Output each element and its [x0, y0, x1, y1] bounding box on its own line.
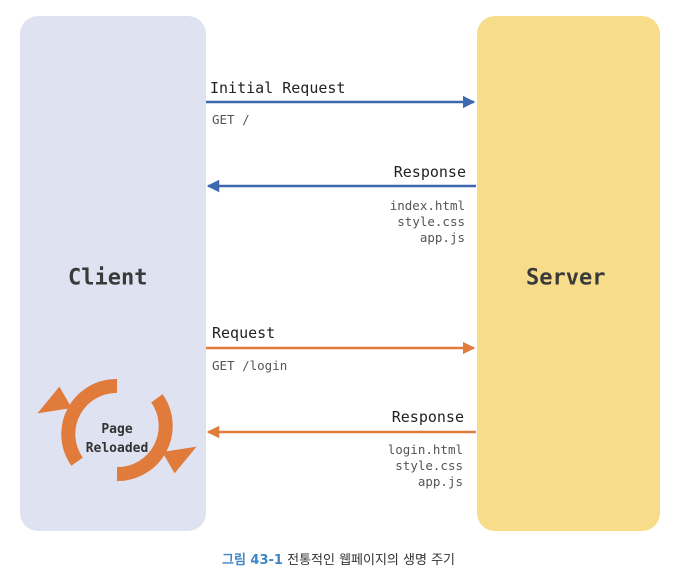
page-reloaded-label: Page Reloaded — [86, 420, 149, 458]
figure-caption-text: 전통적인 웹페이지의 생명 주기 — [287, 553, 455, 568]
server-panel — [477, 16, 660, 531]
page-reloaded-line: Page — [101, 422, 133, 437]
client-panel — [20, 16, 206, 531]
login-request-detail: GET /login — [212, 358, 288, 373]
circular-arrows-icon — [37, 378, 197, 482]
figure-number: 그림 43-1 — [221, 553, 283, 568]
response-file: style.css — [395, 458, 463, 473]
login-response-files: login.html style.css app.js — [388, 442, 463, 490]
response-file: app.js — [419, 230, 465, 245]
client-title: Client — [68, 265, 148, 291]
response-file: login.html — [387, 442, 463, 457]
initial-request-detail: GET / — [212, 112, 250, 127]
first-response-label: Response — [393, 163, 466, 181]
response-file: index.html — [389, 198, 465, 213]
figure-caption: 그림 43-1 전통적인 웹페이지의 생명 주기 — [0, 549, 677, 568]
login-response-label: Response — [391, 408, 464, 426]
login-request-label: Request — [212, 324, 276, 342]
server-title: Server — [526, 265, 606, 291]
response-file: style.css — [397, 214, 465, 229]
initial-request-label: Initial Request — [210, 79, 346, 97]
first-response-files: index.html style.css app.js — [390, 198, 465, 246]
page-reloaded-line: Reloaded — [85, 441, 149, 456]
response-file: app.js — [417, 474, 463, 489]
